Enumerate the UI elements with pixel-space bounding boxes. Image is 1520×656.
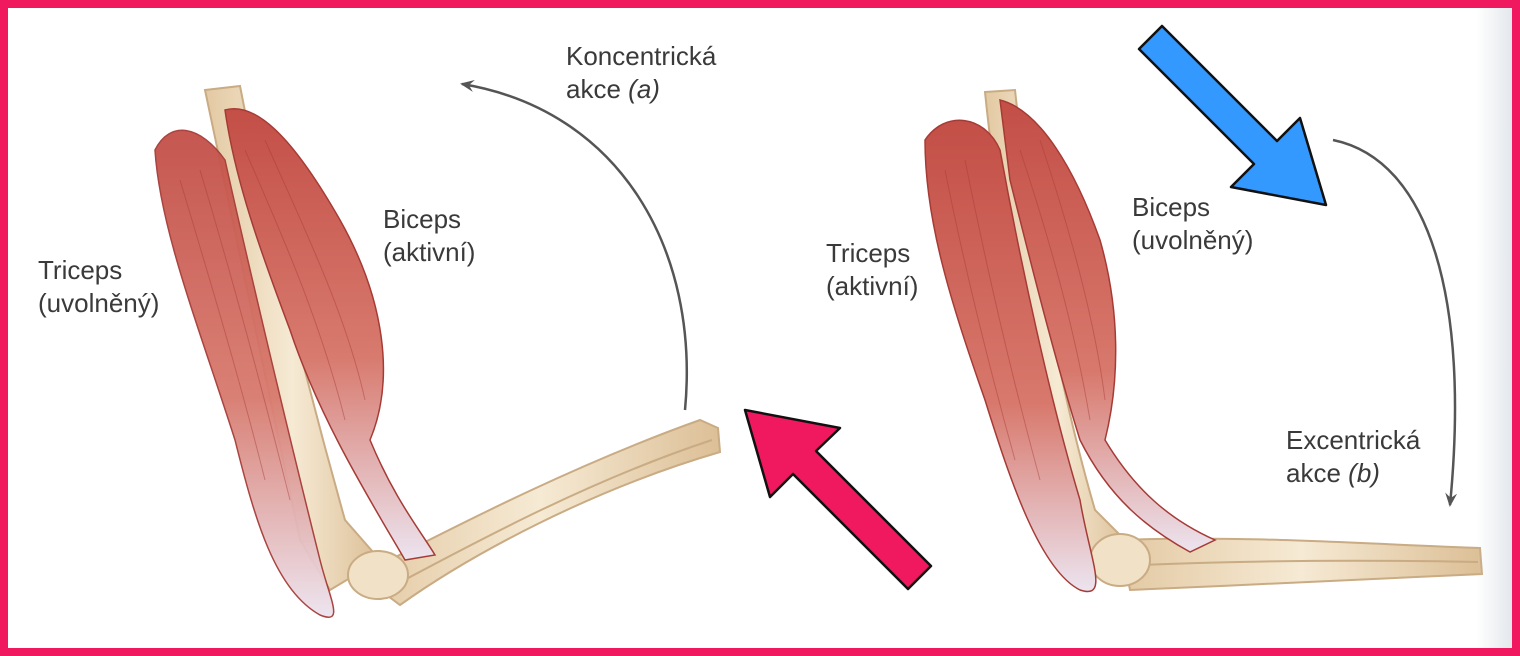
thick-arrow-down-right-icon (1139, 26, 1326, 205)
left-biceps-label: Biceps (aktivní) (383, 203, 475, 269)
left-elbow-joint (348, 551, 408, 599)
left-triceps-name: Triceps (38, 254, 159, 287)
right-elbow-joint (1090, 534, 1150, 586)
curved-arrow-up-icon (462, 84, 687, 410)
left-biceps-name: Biceps (383, 203, 475, 236)
concentric-action-label: Koncentrická akce (a) (566, 40, 716, 106)
page-edge-shadow (1476, 8, 1512, 648)
right-biceps-label: Biceps (uvolněný) (1132, 191, 1253, 257)
right-triceps-name: Triceps (826, 237, 918, 270)
right-triceps-label: Triceps (aktivní) (826, 237, 918, 303)
thick-arrow-up-left-icon (745, 410, 931, 589)
left-forearm-bone (360, 420, 720, 605)
eccentric-action-label: Excentrická akce (b) (1286, 424, 1420, 490)
left-biceps-state: (aktivní) (383, 236, 475, 269)
eccentric-label-letter: (b) (1348, 458, 1380, 488)
concentric-label-letter: (a) (628, 74, 660, 104)
concentric-label-line1: Koncentrická (566, 40, 716, 73)
concentric-label-akce: akce (566, 74, 628, 104)
eccentric-label-line1: Excentrická (1286, 424, 1420, 457)
eccentric-label-line2: akce (b) (1286, 457, 1420, 490)
right-triceps-state: (aktivní) (826, 270, 918, 303)
eccentric-label-akce: akce (1286, 458, 1348, 488)
right-biceps-state: (uvolněný) (1132, 224, 1253, 257)
right-biceps-name: Biceps (1132, 191, 1253, 224)
left-triceps-state: (uvolněný) (38, 287, 159, 320)
concentric-label-line2: akce (a) (566, 73, 716, 106)
left-arm-drawing (155, 86, 720, 617)
left-triceps-label: Triceps (uvolněný) (38, 254, 159, 320)
right-arm-drawing (925, 90, 1482, 592)
